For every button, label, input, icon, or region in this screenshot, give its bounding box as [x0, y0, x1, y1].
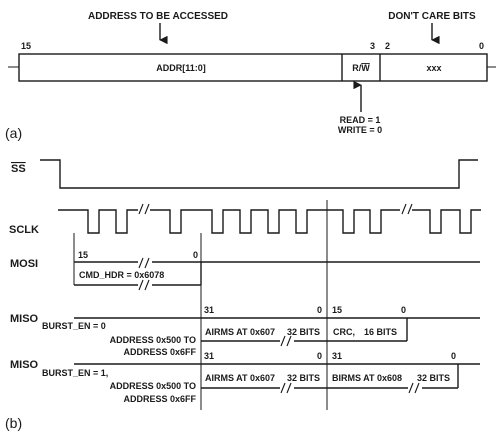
- burst0-line3: ADDRESS 0x6FF: [123, 347, 196, 357]
- dont-care-callout: DON'T CARE BITS: [388, 11, 476, 22]
- miso2-bit-0b: 0: [451, 351, 456, 361]
- burst1-line2: ADDRESS 0x500 TO: [110, 381, 196, 391]
- miso1-break-marks: [280, 335, 292, 347]
- miso2-seg1-bits: 32 BITS: [287, 373, 320, 383]
- miso1-bit-0b: 0: [401, 305, 406, 315]
- mosi-bit-15: 15: [78, 250, 88, 260]
- miso2-seg2: BIRMS AT 0x608: [332, 373, 402, 383]
- address-callout: ADDRESS TO BE ACCESSED: [88, 11, 228, 22]
- write-note: WRITE = 0: [338, 125, 382, 135]
- burst0-line1: BURST_EN = 0: [42, 321, 106, 331]
- miso1-seg2-bits: 16 BITS: [364, 327, 397, 337]
- sclk-waveform-5: [412, 209, 481, 234]
- sclk-waveform-4: [325, 209, 400, 234]
- mosi-bit-0: 0: [193, 250, 198, 260]
- ss-waveform: [40, 159, 478, 189]
- mosi-break-marks: [138, 257, 150, 291]
- miso2-break-marks-2: [408, 382, 420, 394]
- miso2-bit-31b: 31: [332, 351, 342, 361]
- bit-label-0: 0: [479, 41, 484, 51]
- sclk-waveform-2: [150, 209, 200, 234]
- miso1-bit-0: 0: [317, 305, 322, 315]
- burst1-line3: ADDRESS 0x6FF: [123, 394, 196, 404]
- burst0-line2: ADDRESS 0x500 TO: [110, 335, 196, 345]
- miso-label-1: MISO: [10, 313, 39, 325]
- bit-label-2: 2: [385, 41, 390, 51]
- bit-label-15: 15: [21, 41, 31, 51]
- miso2-seg2-bits: 32 BITS: [417, 373, 450, 383]
- sclk-break-1: [138, 203, 150, 215]
- burst1-line1: BURST_EN = 1,: [42, 368, 108, 378]
- mosi-label: MOSI: [10, 258, 38, 270]
- miso1-seg1-bits: 32 BITS: [287, 327, 320, 337]
- sclk-waveform-1: [58, 209, 138, 234]
- cmd-hdr: CMD_HDR = 0x6078: [79, 270, 164, 280]
- field-addr: ADDR[11:0]: [156, 63, 206, 73]
- sclk-label: SCLK: [9, 224, 39, 236]
- bit-label-3: 3: [370, 41, 375, 51]
- ss-label: SS: [11, 163, 26, 175]
- miso2-bit-31: 31: [204, 351, 214, 361]
- miso2-bit-0: 0: [317, 351, 322, 361]
- miso1-bit-31: 31: [204, 305, 214, 315]
- command-header-frame: [18, 53, 488, 82]
- panel-a-label: (a): [5, 125, 22, 141]
- miso-label-2: MISO: [10, 359, 39, 371]
- sclk-break-2: [401, 203, 413, 215]
- miso1-seg2: CRC,: [333, 327, 355, 337]
- miso1-seg1: AIRMS AT 0x607: [205, 327, 275, 337]
- field-dontcare: xxx: [426, 63, 441, 73]
- miso1-bit-15: 15: [332, 305, 342, 315]
- read-note: READ = 1: [340, 115, 381, 125]
- field-rw: R/W: [352, 63, 370, 73]
- sclk-waveform-3: [200, 209, 325, 234]
- panel-b-label: (b): [5, 415, 22, 431]
- miso2-seg1: AIRMS AT 0x607: [205, 373, 275, 383]
- miso2-break-marks-1: [280, 382, 292, 394]
